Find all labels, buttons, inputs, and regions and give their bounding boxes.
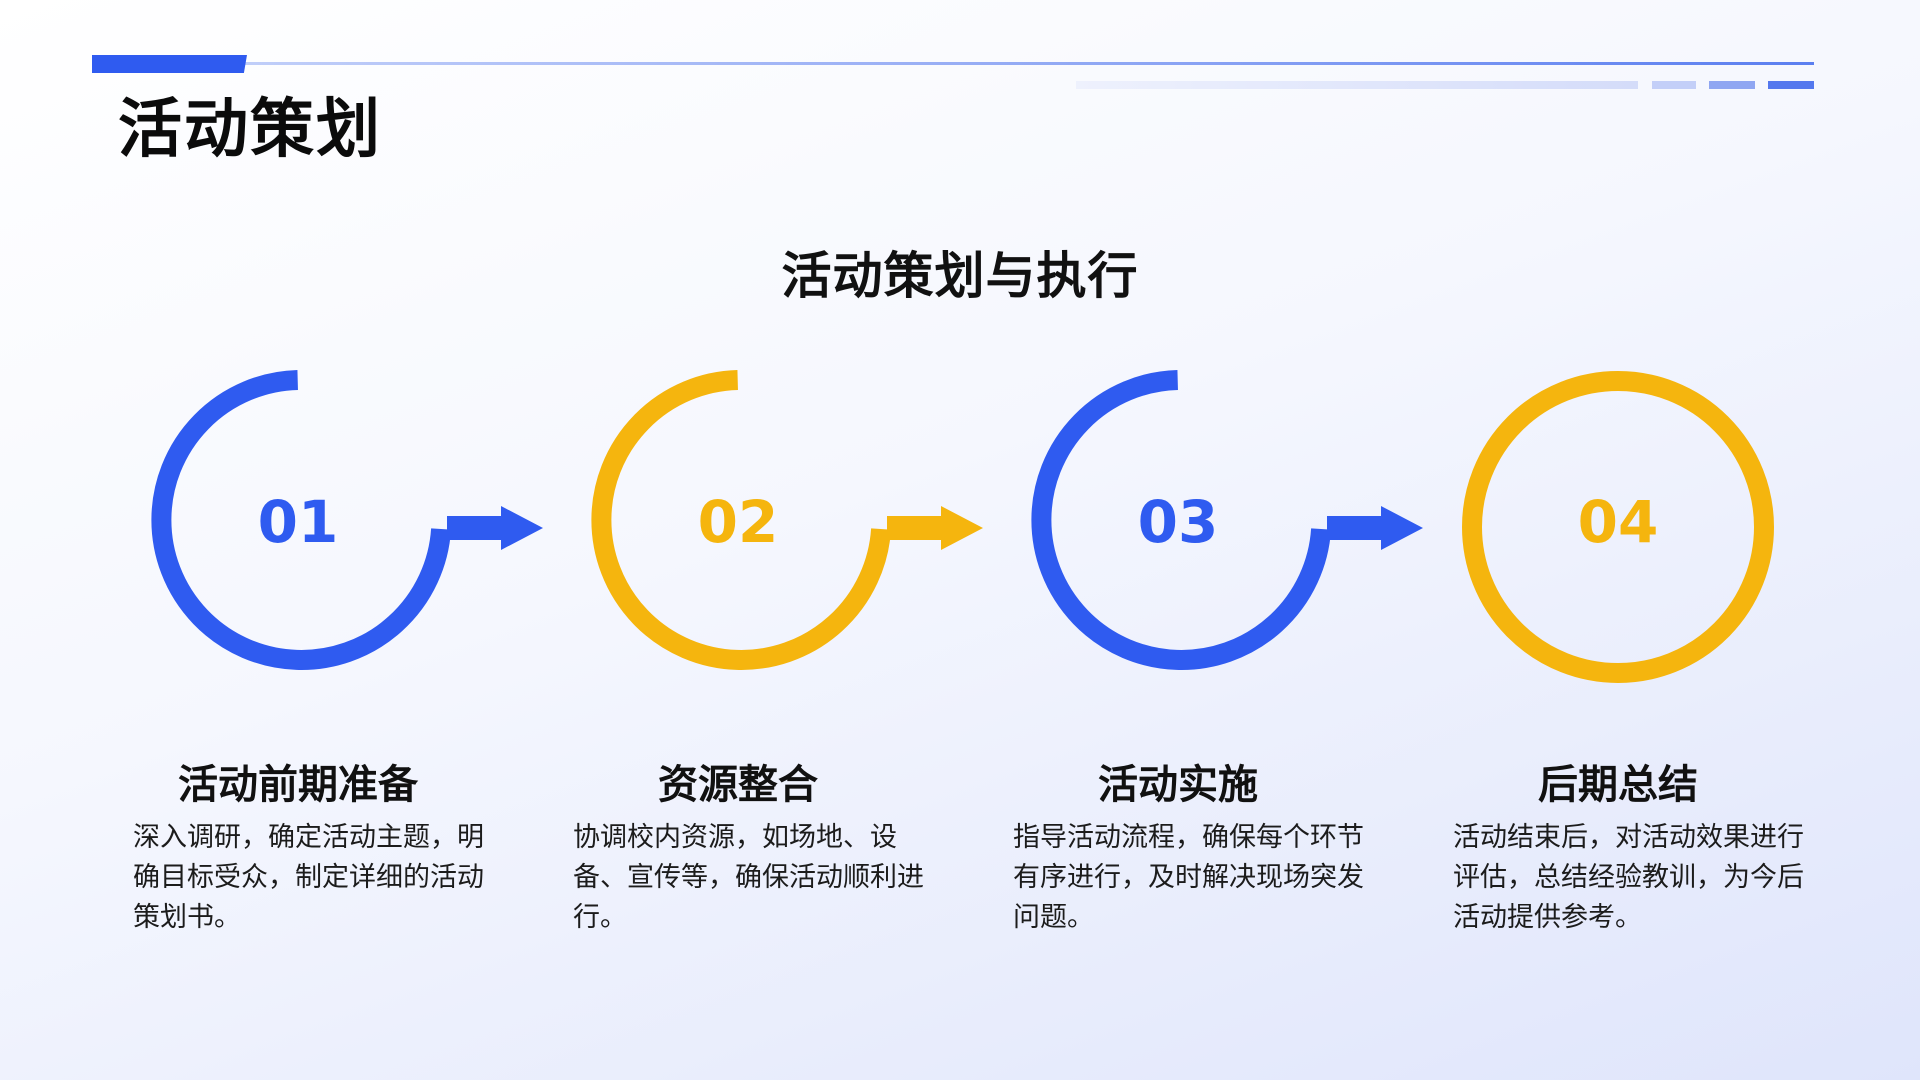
step-number: 03 — [1137, 488, 1219, 556]
step-1-arrow-ring-icon — [151, 370, 543, 670]
header-deco-bar — [1768, 81, 1814, 89]
header-deco-bar — [1076, 81, 1638, 89]
step-4-full-ring-icon — [1462, 371, 1774, 683]
step-description: 协调校内资源，如场地、设备、宣传等，确保活动顺利进行。 — [573, 822, 924, 933]
step-title: 活动前期准备 — [178, 762, 418, 808]
step-number: 02 — [697, 488, 779, 556]
header-accent-tab — [92, 55, 247, 73]
step-description: 活动结束后，对活动效果进行评估，总结经验教训，为今后活动提供参考。 — [1453, 822, 1804, 933]
step-description: 深入调研，确定活动主题，明确目标受众，制定详细的活动策划书。 — [133, 822, 484, 933]
step-number: 04 — [1577, 488, 1659, 556]
step-number: 01 — [257, 488, 339, 556]
header-rule — [92, 62, 1814, 65]
header-deco-bar — [1652, 81, 1696, 89]
section-subtitle: 活动策划与执行 — [781, 247, 1139, 305]
step-2-arrow-ring-icon — [591, 370, 983, 670]
header-deco-bar — [1709, 81, 1755, 89]
page-title: 活动策划 — [118, 93, 382, 167]
step-title: 后期总结 — [1538, 762, 1698, 808]
step-title: 活动实施 — [1098, 762, 1258, 808]
step-title: 资源整合 — [658, 762, 818, 808]
step-3-arrow-ring-icon — [1031, 370, 1423, 670]
step-description: 指导活动流程，确保每个环节有序进行，及时解决现场突发问题。 — [1013, 822, 1364, 933]
